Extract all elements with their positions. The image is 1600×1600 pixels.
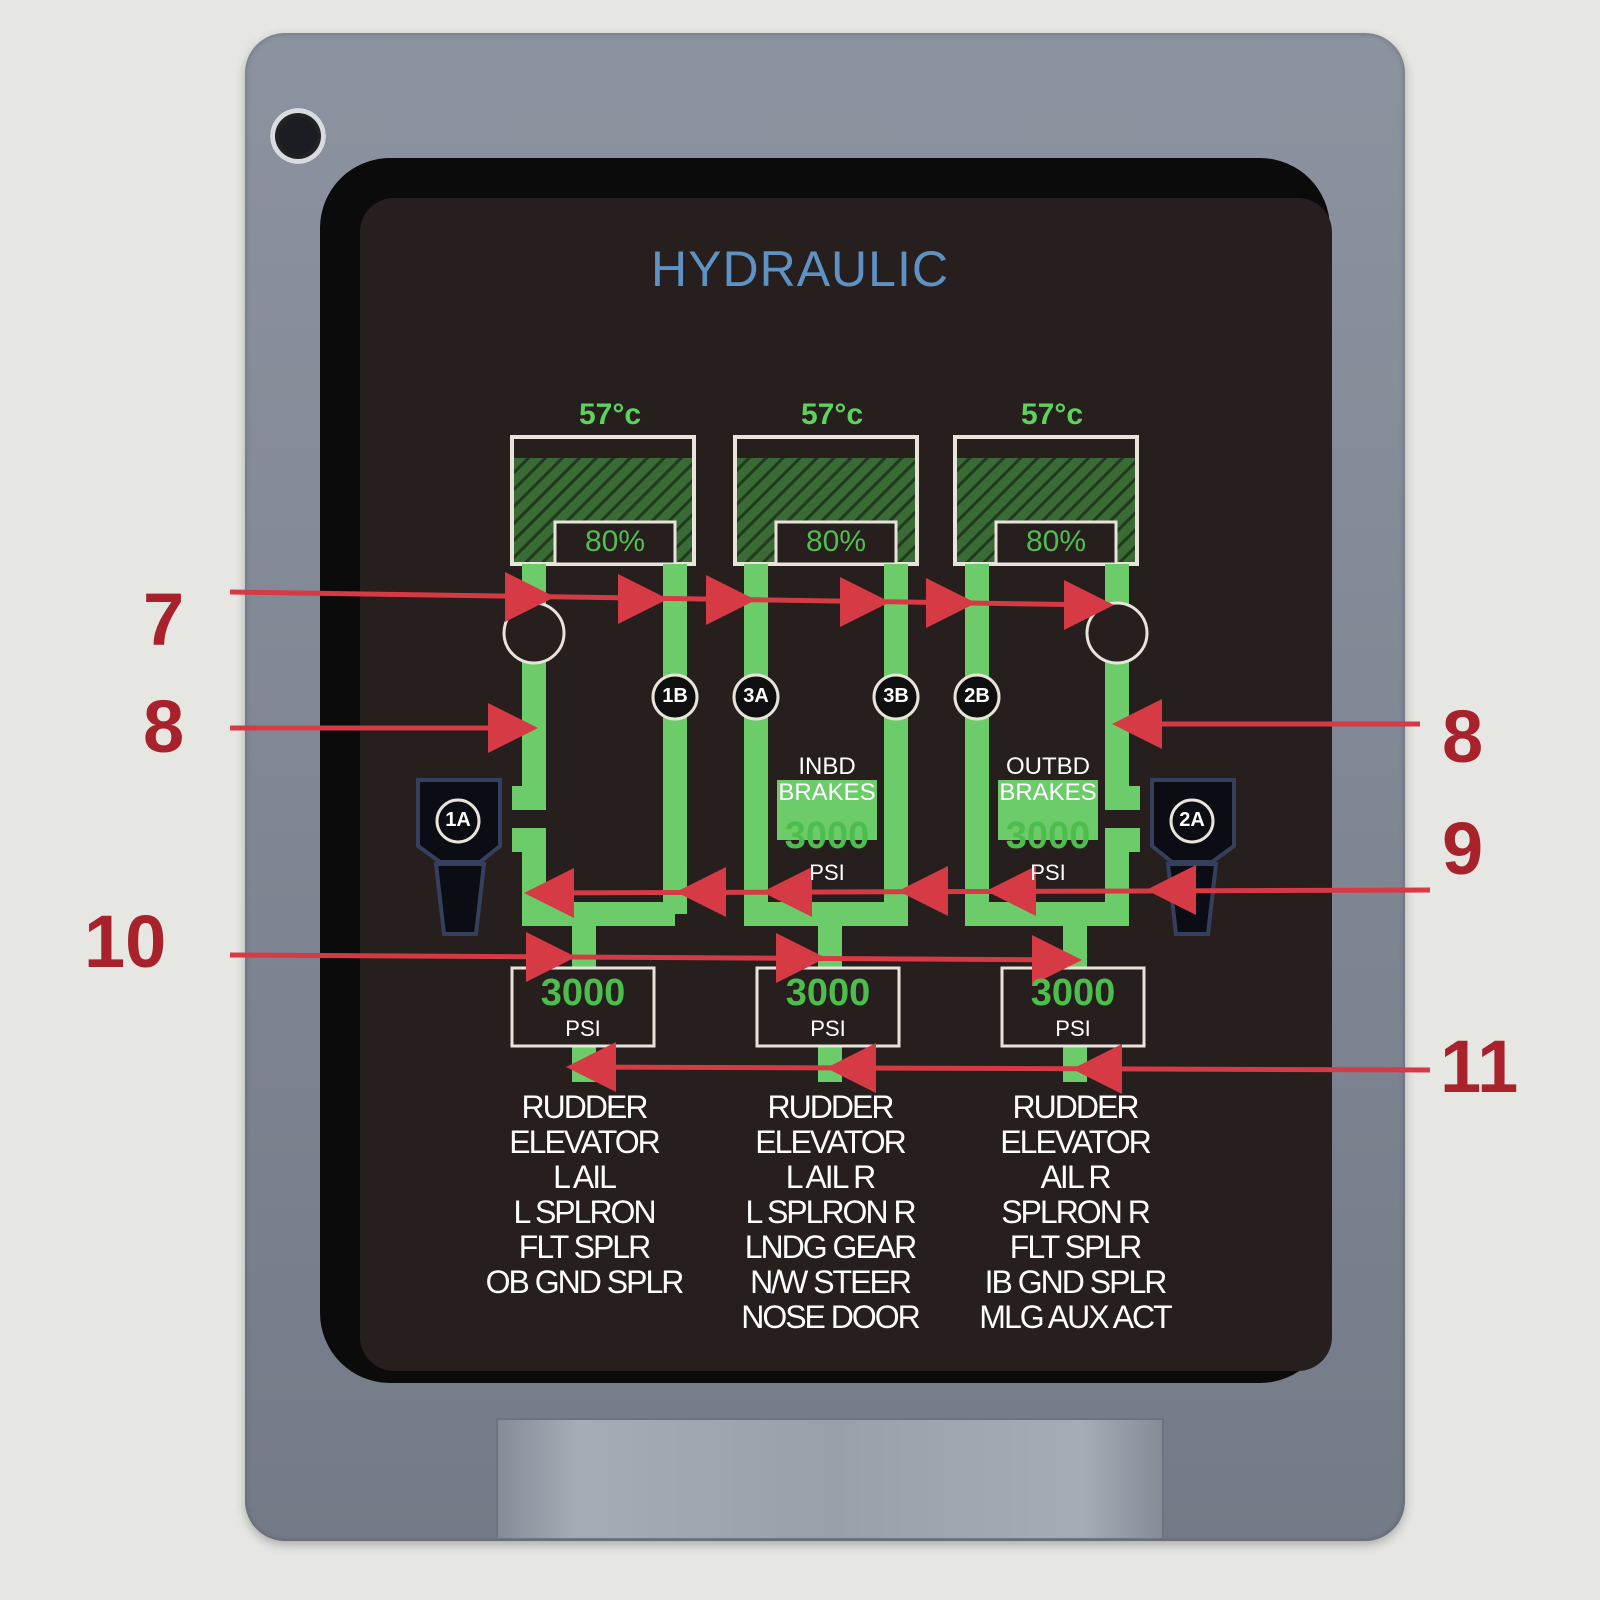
system-1-quantity-box xyxy=(553,520,677,566)
system-2-quantity: 80% xyxy=(1025,525,1087,558)
page-title: HYDRAULIC xyxy=(651,241,949,297)
consumer-item: ELEVATOR xyxy=(1000,1124,1151,1160)
consumer-item: OB GND SPLR xyxy=(485,1264,685,1300)
pump-2B-icon xyxy=(953,673,1001,721)
system-1-manifold-line xyxy=(512,828,675,926)
consumer-item: N/W STEER xyxy=(750,1264,912,1300)
pump-1B-label: 1B xyxy=(662,685,688,707)
callout-11-leader xyxy=(575,1064,1431,1073)
callout-11: 11 xyxy=(1440,1025,1519,1108)
consumer-item: L AIL R xyxy=(785,1159,877,1195)
consumer-item: LNDG GEAR xyxy=(744,1229,917,1265)
system-1-quantity: 80% xyxy=(584,525,646,558)
consumer-item: SPLRON R xyxy=(1001,1194,1151,1230)
system-1-consumer-list: RUDDER ELEVATOR L AIL L SPLRON FLT SPLR … xyxy=(454,1090,714,1300)
callout-8-right: 8 xyxy=(1442,695,1484,778)
system-3-pressure: 3000 xyxy=(785,972,871,1014)
consumer-item: L AIL xyxy=(553,1159,617,1195)
callout-10: 10 xyxy=(84,900,167,983)
pump-2A-nozzle xyxy=(1165,862,1219,936)
system-3-quantity-box xyxy=(774,520,898,566)
callout-arrows xyxy=(229,572,1431,1094)
system-2-pressure-unit: PSI xyxy=(1055,1016,1091,1041)
system-1-pressure-box xyxy=(510,966,656,1048)
outbd-brakes-label: OUTBD BRAKES xyxy=(999,753,1097,806)
consumer-item: RUDDER xyxy=(1012,1089,1140,1125)
pump-1A-label: 1A xyxy=(445,809,471,831)
consumer-item: L SPLRON xyxy=(513,1194,656,1230)
system-2-quantity-box xyxy=(994,520,1118,566)
pump-1B-icon xyxy=(651,673,699,721)
consumer-item: IB GND SPLR xyxy=(984,1264,1168,1300)
screw-icon xyxy=(270,108,326,164)
callout-7: 7 xyxy=(143,578,185,661)
consumer-item: RUDDER xyxy=(767,1089,895,1125)
consumer-item: FLT SPLR xyxy=(1009,1229,1142,1265)
system-3-quantity: 80% xyxy=(805,525,867,558)
pump-3B-label: 3B xyxy=(883,685,909,707)
outbd-brakes-pressure: 3000 xyxy=(1005,815,1091,857)
system-1-pump-1A-supply-line xyxy=(512,564,546,810)
consumer-item: FLT SPLR xyxy=(518,1229,651,1265)
consumer-item: L SPLRON R xyxy=(745,1194,916,1230)
bezel-slot xyxy=(496,1418,1164,1538)
system-3-temperature: 57°c xyxy=(800,398,864,431)
callout-9: 9 xyxy=(1442,807,1484,890)
consumer-item: ELEVATOR xyxy=(755,1124,906,1160)
inbd-brakes-pressure-unit: PSI xyxy=(809,860,845,885)
consumer-item: RUDDER xyxy=(521,1089,649,1125)
system-2-pressure: 3000 xyxy=(1030,972,1116,1014)
pump-1A-nozzle xyxy=(433,862,487,936)
system-1-pressure-unit: PSI xyxy=(565,1016,601,1041)
pump-3A-icon xyxy=(732,673,780,721)
system-1-pressure: 3000 xyxy=(540,972,626,1014)
pump-2B-label: 2B xyxy=(964,685,990,707)
system-3-pressure-unit: PSI xyxy=(810,1016,846,1041)
system-2-pump-2A-supply-line xyxy=(1105,564,1140,810)
system-2-manifold-line xyxy=(965,564,1140,926)
pump-1A-icon xyxy=(435,798,481,844)
callout-9-leader xyxy=(533,887,1431,896)
inbd-brakes-label: INBD BRAKES xyxy=(778,753,876,806)
callout-8-left: 8 xyxy=(143,685,185,768)
system-2-temperature: 57°c xyxy=(1020,398,1084,431)
system-2-consumer-list: RUDDER ELEVATOR AIL R SPLRON R FLT SPLR … xyxy=(945,1090,1205,1335)
consumer-item: ELEVATOR xyxy=(509,1124,660,1160)
callout-10-leader xyxy=(229,952,1073,963)
consumer-item: MLG AUX ACT xyxy=(979,1299,1172,1335)
inbd-brakes-pressure: 3000 xyxy=(784,815,870,857)
system-2-shutoff-valve-icon xyxy=(1085,601,1149,665)
system-1-shutoff-valve-icon xyxy=(502,601,566,665)
system-1-temperature: 57°c xyxy=(578,398,642,431)
pump-3A-label: 3A xyxy=(743,685,769,707)
pump-2A-icon xyxy=(1169,798,1215,844)
pump-3B-icon xyxy=(872,673,920,721)
consumer-item: NOSE DOOR xyxy=(741,1299,921,1335)
outbd-brakes-pressure-unit: PSI xyxy=(1030,860,1066,885)
system-3-consumer-list: RUDDER ELEVATOR L AIL R L SPLRON R LNDG … xyxy=(700,1090,960,1335)
consumer-item: AIL R xyxy=(1040,1159,1112,1195)
pump-2A-label: 2A xyxy=(1179,809,1205,831)
